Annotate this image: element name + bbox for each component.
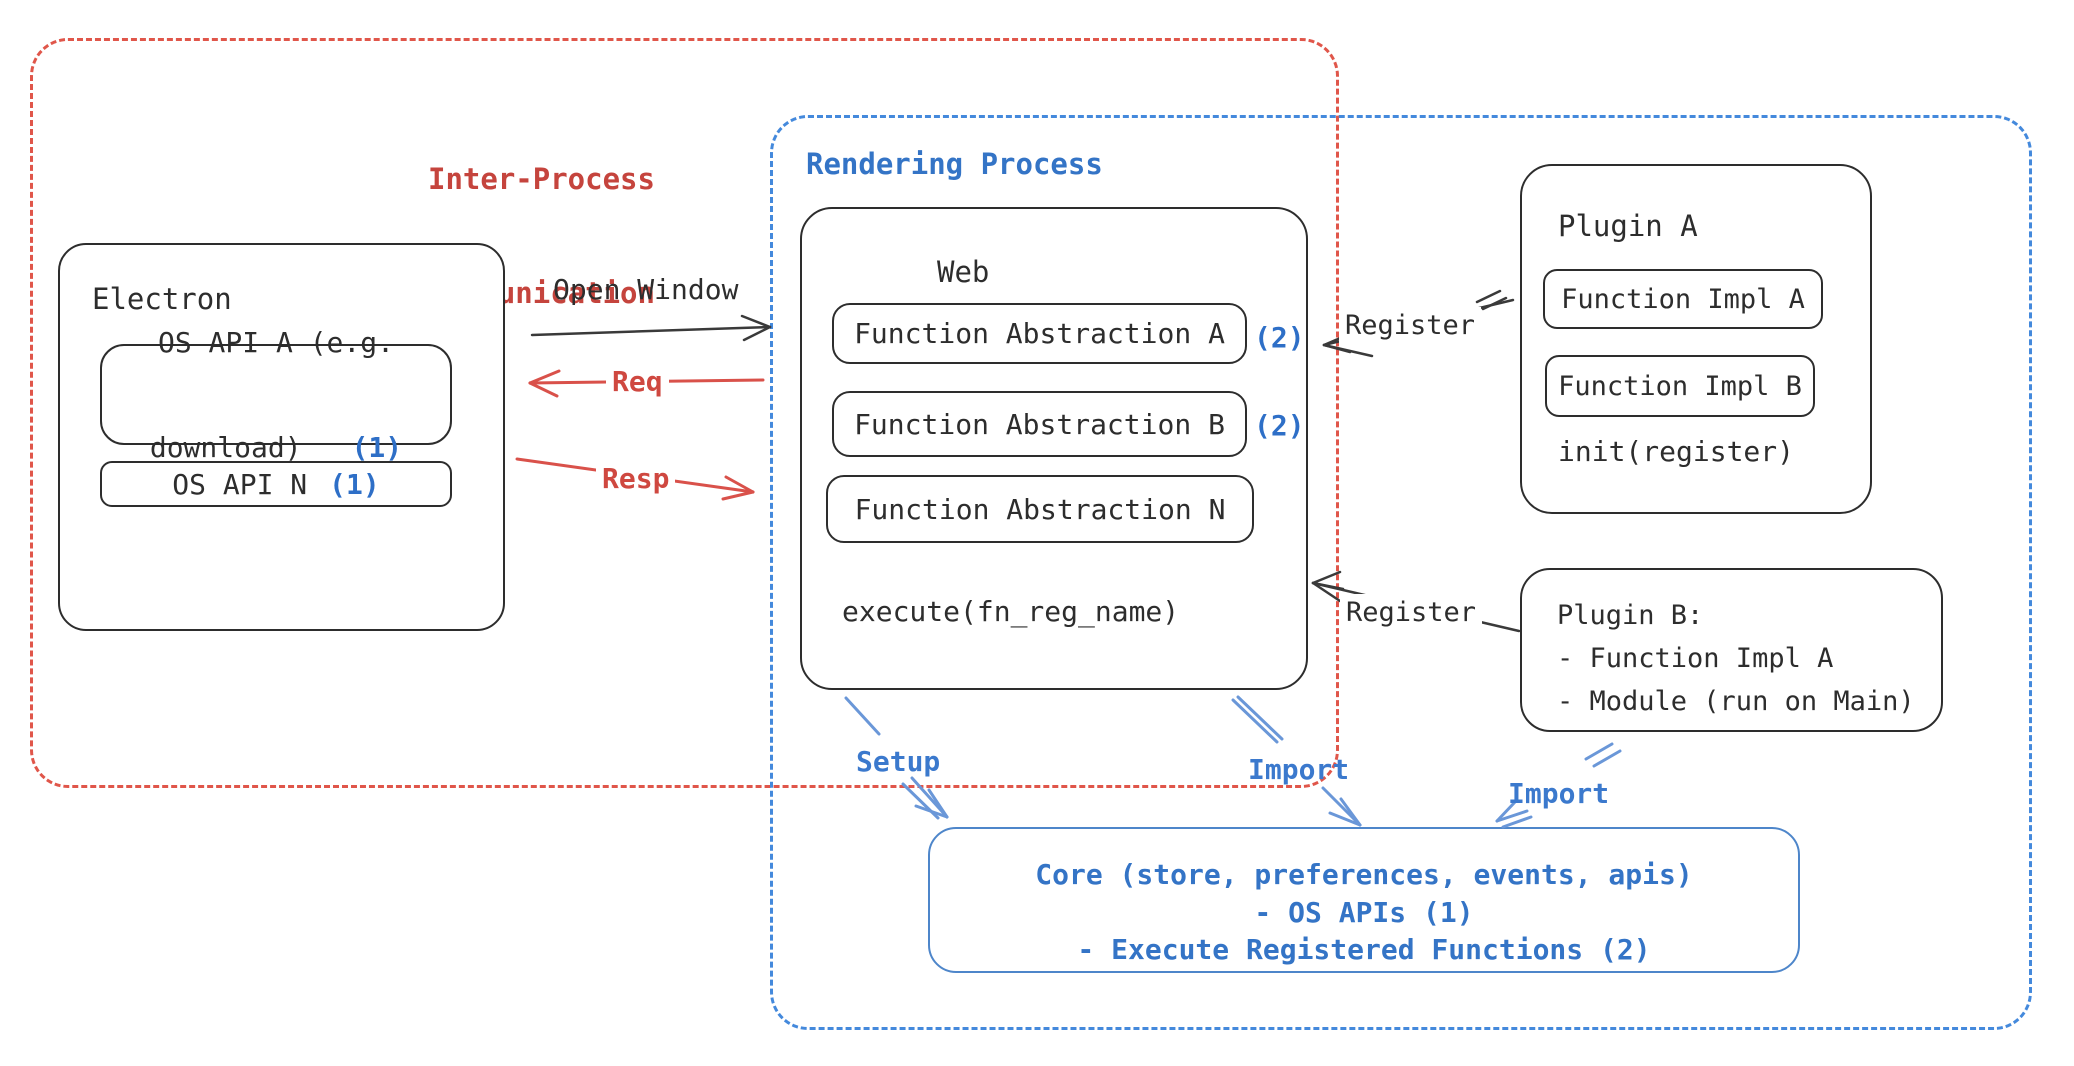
os-api-a-line2: download) bbox=[149, 430, 302, 464]
os-api-a-ref: (1) bbox=[351, 430, 403, 464]
core-line1: Core (store, preferences, events, apis) bbox=[1035, 858, 1693, 891]
function-abstraction-a-box: Function Abstraction A bbox=[832, 303, 1247, 364]
function-abstraction-b-ref: (2) bbox=[1254, 409, 1305, 442]
core-line2: - OS APIs (1) bbox=[1254, 895, 1474, 929]
rendering-group-label: Rendering Process bbox=[806, 147, 1103, 181]
os-api-a-line1: OS API A (e.g. bbox=[157, 325, 394, 359]
req-label: Req bbox=[606, 362, 669, 401]
init-register-label: init(register) bbox=[1558, 435, 1795, 468]
plugin-b-item1: - Function Impl A bbox=[1557, 643, 1834, 674]
import-mid-label: Import bbox=[1248, 753, 1350, 786]
plugin-b-item2: - Module (run on Main) bbox=[1557, 686, 1915, 717]
web-box: Web Function Abstraction A (2) Function … bbox=[800, 207, 1308, 690]
function-abstraction-a-ref: (2) bbox=[1254, 321, 1305, 354]
function-impl-b-box: Function Impl B bbox=[1545, 355, 1815, 417]
function-impl-a-box: Function Impl A bbox=[1543, 269, 1823, 329]
rendering-group-box bbox=[770, 115, 2032, 1030]
function-abstraction-n-box: Function Abstraction N bbox=[826, 475, 1254, 543]
os-api-n-ref: (1) bbox=[329, 467, 380, 501]
register-top-label: Register bbox=[1339, 307, 1482, 345]
ipc-label-line1: Inter-Process bbox=[428, 162, 655, 196]
plugin-a-title: Plugin A bbox=[1558, 209, 1698, 243]
register-bottom-label: Register bbox=[1340, 594, 1483, 632]
open-window-label: Open Window bbox=[553, 273, 739, 306]
setup-label: Setup bbox=[856, 745, 941, 778]
execute-label: execute(fn_reg_name) bbox=[842, 595, 1180, 628]
plugin-a-box: Plugin A Function Impl A Function Impl B… bbox=[1520, 164, 1872, 514]
os-api-n-label: OS API N bbox=[172, 467, 308, 501]
os-api-n-box: OS API N (1) bbox=[100, 461, 452, 507]
function-abstraction-b-box: Function Abstraction B bbox=[832, 391, 1247, 457]
os-api-a-text: OS API A (e.g. download) (1) bbox=[150, 255, 402, 535]
plugin-b-box: Plugin B: - Function Impl A - Module (ru… bbox=[1520, 568, 1943, 732]
ipc-group-box bbox=[30, 38, 1339, 788]
web-title: Web bbox=[937, 255, 990, 289]
electron-title: Electron bbox=[92, 282, 232, 316]
import-right-label: Import bbox=[1508, 777, 1610, 810]
os-api-a-box: OS API A (e.g. download) (1) bbox=[100, 326, 452, 464]
plugin-b-title: Plugin B: bbox=[1557, 600, 1704, 631]
electron-box: Electron OS API A (e.g. download) (1) OS… bbox=[58, 243, 505, 631]
core-line3: - Execute Registered Functions (2) bbox=[1077, 933, 1651, 966]
os-api-n-text: OS API N (1) bbox=[172, 467, 379, 502]
resp-label: Resp bbox=[596, 459, 676, 498]
core-box: Core (store, preferences, events, apis) … bbox=[928, 827, 1800, 973]
